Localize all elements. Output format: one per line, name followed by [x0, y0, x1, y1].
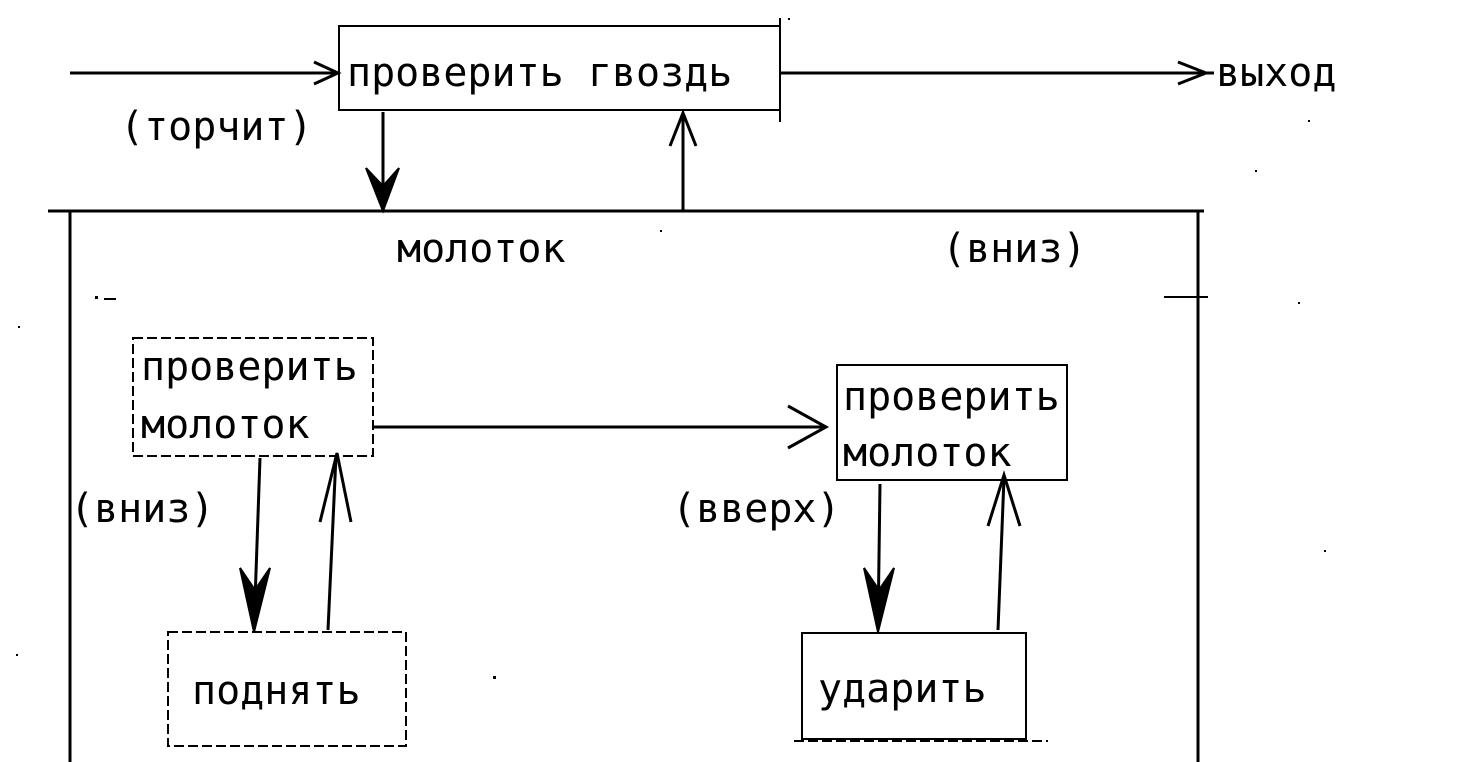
left-up-arrow [326, 455, 338, 631]
right-check-hammer-box: проверить молоток [836, 364, 1068, 481]
lift-label: поднять [192, 668, 361, 714]
lift-box: поднять [167, 631, 407, 747]
right-up-label: (вверх) [672, 486, 841, 532]
right-up-arrow [996, 477, 1006, 631]
to-hammer-arrow-head [365, 167, 400, 214]
from-hammer-arrow-head [668, 108, 698, 147]
left-check-hammer-line-2: молоток [141, 402, 310, 448]
left-down-arrow-head [239, 567, 271, 633]
right-check-hammer-line-2: молоток [843, 430, 1012, 476]
sticks-out-label: (торчит) [120, 104, 313, 150]
left-check-hammer-line-1: проверить [141, 344, 358, 390]
right-check-hammer-line-1: проверить [843, 374, 1060, 420]
left-down-label: (вниз) [70, 486, 215, 532]
right-up-arrow-head [986, 469, 1022, 527]
hammer-block [48, 209, 1208, 762]
left-up-arrow-head [318, 452, 353, 523]
check-nail-label: проверить гвоздь [347, 50, 732, 96]
scan-specks [16, 18, 1326, 679]
hammer-block-title: молоток [397, 226, 566, 272]
exit-arrow-head [1177, 60, 1211, 86]
right-down-arrow-head [863, 567, 895, 633]
strike-box: ударить [794, 632, 1048, 742]
hammer-block-down-label: (вниз) [942, 226, 1087, 272]
check-nail-box: проверить гвоздь [338, 18, 781, 122]
left-to-right-arrow-head [787, 404, 830, 450]
strike-label: ударить [818, 666, 987, 712]
left-check-hammer-box: проверить молоток [132, 337, 374, 457]
exit-label: выход [1216, 50, 1336, 96]
